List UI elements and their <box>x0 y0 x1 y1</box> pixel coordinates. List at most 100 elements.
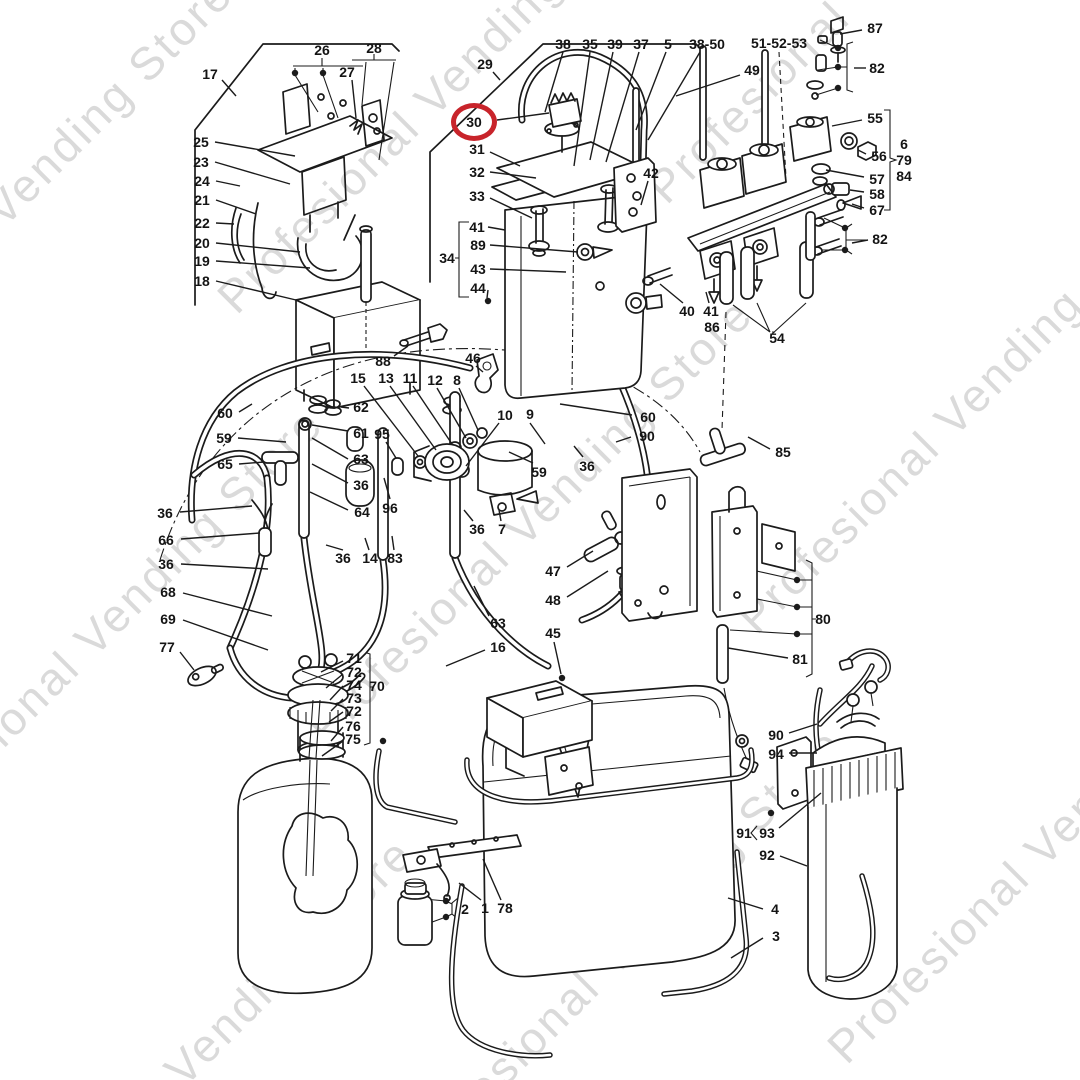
part-label-64: 64 <box>354 504 370 520</box>
part-label-5: 5 <box>664 36 672 52</box>
part-label-1: 1 <box>481 900 489 916</box>
leader-line <box>237 437 287 443</box>
part-label-67: 67 <box>869 202 885 218</box>
leader-line <box>605 51 640 163</box>
part-label-95: 95 <box>374 426 390 442</box>
leader-line <box>238 461 265 465</box>
part-label-45: 45 <box>545 625 561 641</box>
leader-dot <box>558 674 566 682</box>
leader-line <box>180 532 261 540</box>
part-label-47: 47 <box>545 563 561 579</box>
leader-line <box>839 29 863 35</box>
part-label-39: 39 <box>607 36 623 52</box>
leader-line <box>486 289 489 299</box>
part-label-44: 44 <box>470 280 486 296</box>
part-label-65: 65 <box>217 456 233 472</box>
leader-line <box>215 280 297 301</box>
part-label-38-50: 38-50 <box>689 36 725 52</box>
leader-line <box>383 477 391 500</box>
part-label-43: 43 <box>470 261 486 277</box>
part-label-28: 28 <box>366 40 382 56</box>
part-label-85: 85 <box>775 444 791 460</box>
leader-line <box>498 509 502 522</box>
leader-line <box>329 685 344 701</box>
part-label-60: 60 <box>217 405 233 421</box>
leader-line <box>747 436 771 450</box>
leader-dot <box>793 630 801 638</box>
leader-line <box>330 726 344 742</box>
salt-bottle <box>237 653 458 995</box>
leader-dot <box>379 737 387 745</box>
part-label-42: 42 <box>643 165 659 181</box>
hoses <box>159 348 875 753</box>
leader-dot <box>841 246 849 254</box>
mounting-brackets <box>621 468 796 774</box>
part-label-27: 27 <box>339 64 355 80</box>
part-label-29: 29 <box>477 56 493 72</box>
part-label-92: 92 <box>759 847 775 863</box>
filter-unit <box>776 648 904 1000</box>
leader-line <box>496 112 550 121</box>
part-label-38: 38 <box>555 36 571 52</box>
leader-line <box>492 71 501 81</box>
leader-line <box>436 387 467 439</box>
leader-dot <box>442 897 450 905</box>
leader-line <box>363 385 419 457</box>
part-label-46: 46 <box>465 350 481 366</box>
leader-line <box>508 451 534 464</box>
part-label-68: 68 <box>160 584 176 600</box>
part-label-22: 22 <box>194 215 210 231</box>
leader-line <box>330 698 344 712</box>
leader-line <box>489 268 567 273</box>
part-label-34: 34 <box>439 250 455 266</box>
part-label-84: 84 <box>896 168 912 184</box>
leader-line <box>179 505 253 513</box>
leader-line <box>573 445 584 458</box>
part-label-10: 10 <box>497 407 513 423</box>
leader-line <box>659 283 684 304</box>
leader-line <box>325 544 344 551</box>
leader-line <box>320 660 344 673</box>
solenoid-assembly <box>613 45 837 467</box>
part-label-90: 90 <box>768 727 784 743</box>
leader-dot <box>793 603 801 611</box>
part-label-25: 25 <box>193 134 209 150</box>
leader-line <box>489 171 537 179</box>
leader-dot <box>484 297 492 305</box>
part-label-13: 13 <box>378 370 394 386</box>
part-label-82: 82 <box>869 60 885 76</box>
part-label-83: 83 <box>387 550 403 566</box>
part-label-90: 90 <box>639 428 655 444</box>
leader-dot <box>319 69 327 77</box>
part-label-36: 36 <box>158 556 174 572</box>
leader-dot <box>291 69 299 77</box>
leader-line <box>182 619 269 651</box>
part-label-79: 79 <box>896 152 912 168</box>
leader-line <box>487 226 506 231</box>
leader-line <box>489 197 533 219</box>
part-label-7: 7 <box>498 521 506 537</box>
part-label-21: 21 <box>194 192 210 208</box>
leader-line <box>465 422 500 467</box>
leader-line <box>566 550 594 568</box>
leader-line <box>825 169 865 178</box>
leader-line <box>675 74 741 97</box>
leader-line <box>179 651 195 671</box>
leader-line <box>391 535 395 551</box>
part-label-20: 20 <box>194 235 210 251</box>
small-bottle-latch <box>397 834 522 946</box>
part-label-32: 32 <box>469 164 485 180</box>
leader-line <box>857 149 867 155</box>
leader-dot <box>834 44 842 52</box>
part-label-36: 36 <box>579 458 595 474</box>
part-label-51-52-53: 51-52-53 <box>750 35 808 51</box>
leader-dot <box>834 84 842 92</box>
part-label-3: 3 <box>772 928 780 944</box>
leader-line <box>412 385 453 445</box>
leader-line <box>238 403 253 413</box>
leader-line <box>640 180 649 206</box>
part-label-60: 60 <box>640 409 656 425</box>
